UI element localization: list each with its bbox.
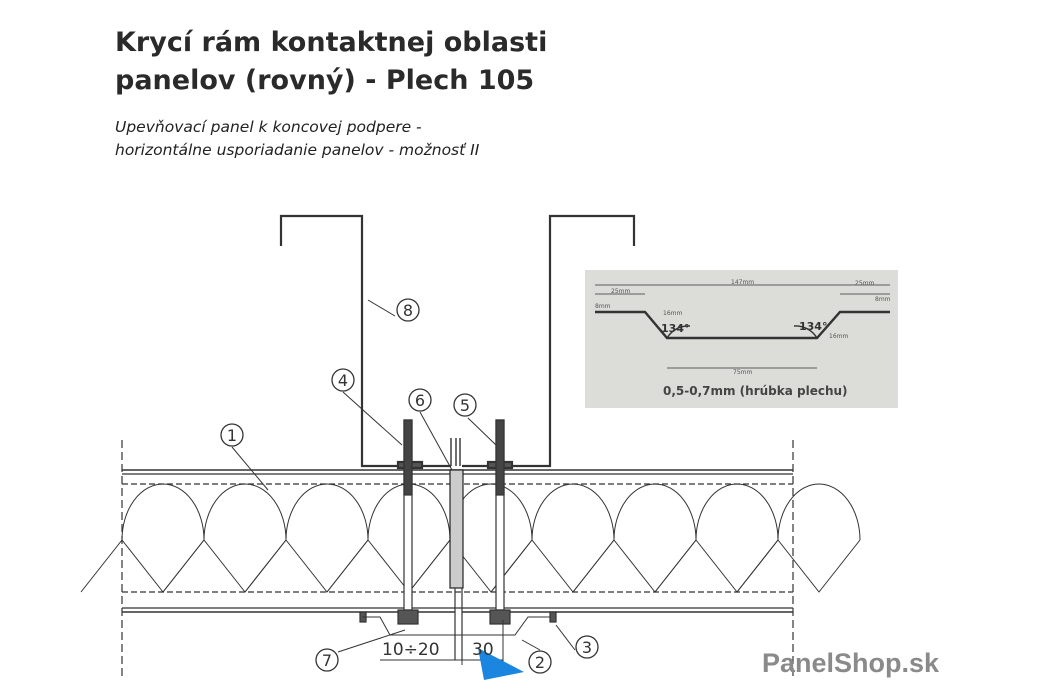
insulation-pattern [80,483,861,593]
subtitle-line-1: Upevňovací panel k koncovej podpere - [115,118,422,136]
logo-name: PanelShop [762,648,902,678]
panel [80,440,861,680]
insulation-loop [80,483,205,593]
insulation-loop [326,483,451,593]
callout-circle [453,393,477,417]
cursor-arrow-icon [478,648,524,680]
inset-angle-left: 134° [661,322,690,335]
subtitle-line-2: horizontálne usporiadanie panelov - možn… [115,141,480,159]
dimension-gap: 10÷20 [382,640,440,660]
inset-depth-left: 16mm [663,310,683,317]
callout-number: 1 [227,426,237,445]
callout-number: 8 [403,301,413,320]
insulation-loop [162,483,287,593]
inset-left-lip: 8mm [595,303,611,310]
joint-filler [449,469,464,660]
callout-circle [331,368,355,392]
inset-angle-right: 134° [799,320,828,333]
inset-left-flange: 25mm [611,288,631,295]
screws [359,419,557,636]
callout-circle [408,388,432,412]
inset-total: 147mm [731,279,755,286]
logo-tld: .sk [901,648,940,678]
insulation-loop [408,483,533,593]
insulation-loop [244,483,369,593]
callout-circle [396,298,420,322]
callout-circle [575,635,599,659]
insulation-loop [572,483,697,593]
callout-number: 2 [535,653,545,672]
callout-number: 5 [460,396,470,415]
callout-circle [220,423,244,447]
page-title: Krycí rám kontaktnej oblasti panelov (ro… [115,24,547,100]
title-line-2: panelov (rovný) - Plech 105 [115,65,535,96]
callout-circle [315,648,339,672]
leaders [231,299,576,653]
inset-caption: 0,5-0,7mm (hrúbka plechu) [663,384,848,398]
callout-number: 4 [338,371,348,390]
callout-circle [528,650,552,674]
subtitle: Upevňovací panel k koncovej podpere - ho… [115,116,479,162]
inset-depth-right: 16mm [829,333,849,340]
z-profiles [279,214,636,470]
profile-inset: 147mm 25mm 25mm 8mm 8mm 16mm 16mm 75mm 1… [585,270,898,408]
dimension-width: 30 [472,640,494,660]
callout-number: 3 [582,638,592,657]
panelshop-logo: PanelShop.sk [762,648,939,679]
inset-right-lip: 8mm [875,296,891,303]
insulation-loop [490,483,615,593]
inset-bottom: 75mm [733,369,753,376]
inset-right-flange: 25mm [855,280,875,287]
callout-number: 6 [415,391,425,410]
insulation-loop [654,483,779,593]
title-line-1: Krycí rám kontaktnej oblasti [115,27,548,58]
insulation-loop [736,483,861,593]
callout-number: 7 [322,651,332,670]
